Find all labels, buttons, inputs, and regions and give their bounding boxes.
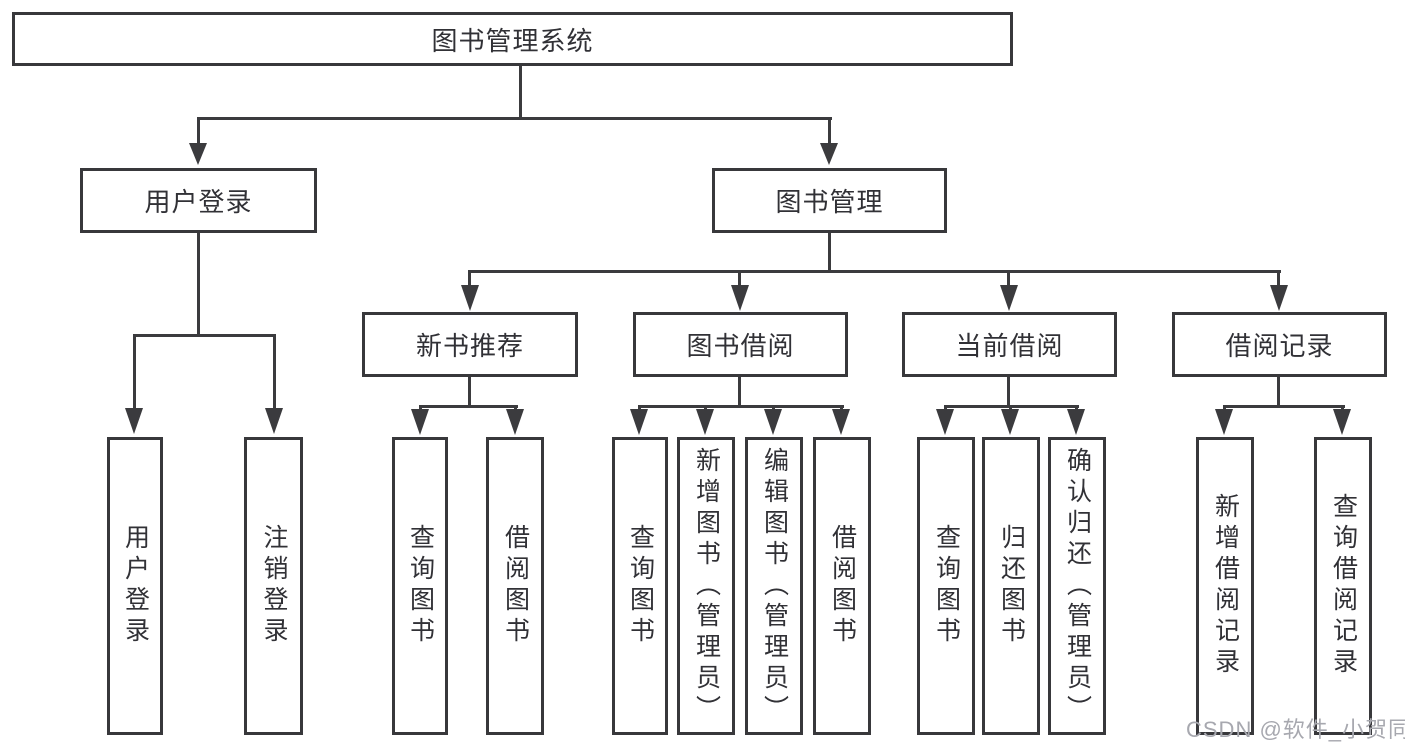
leaf-edit-books-admin: 编辑图书（管理员） <box>745 437 803 735</box>
connector-to-borrowing-records <box>1277 270 1280 287</box>
connector-user-login-rail <box>133 334 276 337</box>
node-current-borrowing: 当前借阅 <box>902 312 1117 377</box>
arrowhead-borrowing-records <box>1270 285 1288 311</box>
arrowhead-user-login <box>189 143 207 165</box>
arrowhead-leaf-edit-books <box>764 409 782 435</box>
leaf-return-books: 归还图书 <box>982 437 1040 735</box>
node-new-book-recommendation: 新书推荐 <box>362 312 578 377</box>
leaf-query-books-current-label: 查询图书 <box>932 524 961 648</box>
connector-book-management-rail <box>469 270 1281 273</box>
node-borrowing-records: 借阅记录 <box>1172 312 1387 377</box>
leaf-borrow-books-recommend-label: 借阅图书 <box>501 524 530 648</box>
leaf-add-borrow-record-label: 新增借阅记录 <box>1211 493 1240 679</box>
arrowhead-leaf-borrow-recommend <box>506 409 524 435</box>
connector-new-book-stem <box>468 377 471 408</box>
arrowhead-leaf-return-books <box>1001 409 1019 435</box>
arrowhead-leaf-confirm-return <box>1067 409 1085 435</box>
leaf-borrow-books-recommend: 借阅图书 <box>486 437 544 735</box>
node-borrowing-records-label: 借阅记录 <box>1225 331 1334 361</box>
arrowhead-leaf-query-borrowing <box>630 409 648 435</box>
connector-root-to-book-management <box>828 117 831 144</box>
leaf-borrow-books-label: 借阅图书 <box>828 524 857 648</box>
leaf-user-login-label: 用户登录 <box>121 524 150 648</box>
arrowhead-new-book-recommendation <box>461 285 479 311</box>
arrowhead-book-management <box>820 143 838 165</box>
leaf-confirm-return-admin-label: 确认归还（管理员） <box>1063 446 1092 726</box>
leaf-query-books-recommend-label: 查询图书 <box>406 524 435 648</box>
node-book-borrowing-label: 图书借阅 <box>686 331 795 361</box>
connector-current-borrowing-stem <box>1007 377 1010 408</box>
node-user-login: 用户登录 <box>80 168 317 233</box>
leaf-logout: 注销登录 <box>244 437 303 735</box>
connector-book-borrowing-stem <box>738 377 741 408</box>
connector-root-stem <box>519 64 522 120</box>
node-book-borrowing: 图书借阅 <box>633 312 848 377</box>
leaf-return-books-label: 归还图书 <box>997 524 1026 648</box>
connector-book-borrowing-rail <box>638 405 844 408</box>
leaf-add-books-admin: 新增图书（管理员） <box>677 437 735 735</box>
node-current-borrowing-label: 当前借阅 <box>955 331 1064 361</box>
connector-borrowing-records-rail <box>1223 405 1345 408</box>
arrowhead-leaf-query-current <box>936 409 954 435</box>
leaf-add-books-admin-label: 新增图书（管理员） <box>692 446 721 726</box>
arrowhead-leaf-query-record <box>1333 409 1351 435</box>
arrowhead-leaf-borrow-books <box>832 409 850 435</box>
leaf-query-borrow-record: 查询借阅记录 <box>1314 437 1372 735</box>
arrowhead-leaf-add-books <box>696 409 714 435</box>
node-user-login-label: 用户登录 <box>144 187 253 217</box>
connector-user-login-stem <box>197 231 200 337</box>
leaf-edit-books-admin-label: 编辑图书（管理员） <box>760 446 789 726</box>
leaf-user-login: 用户登录 <box>107 437 163 735</box>
arrowhead-leaf-add-record <box>1215 409 1233 435</box>
node-book-management-label: 图书管理 <box>775 187 884 217</box>
arrowhead-book-borrowing <box>731 285 749 311</box>
node-library-management-system: 图书管理系统 <box>12 12 1013 66</box>
csdn-watermark: CSDN @软件_小贺同学 <box>1186 717 1405 742</box>
leaf-query-books-borrowing-label: 查询图书 <box>626 524 655 648</box>
node-library-management-system-label: 图书管理系统 <box>431 25 594 56</box>
connector-new-book-rail <box>419 405 518 408</box>
connector-root-rail <box>197 117 832 120</box>
node-new-book-recommendation-label: 新书推荐 <box>415 331 524 361</box>
leaf-query-borrow-record-label: 查询借阅记录 <box>1329 493 1358 679</box>
connector-to-current-borrowing <box>1007 270 1010 287</box>
connector-to-leaf-logout <box>273 334 276 410</box>
leaf-query-books-recommend: 查询图书 <box>392 437 448 735</box>
connector-borrowing-records-stem <box>1277 377 1280 408</box>
connector-to-new-book-recommendation <box>468 270 471 287</box>
leaf-logout-label: 注销登录 <box>260 524 288 648</box>
arrowhead-leaf-logout <box>265 408 283 434</box>
connector-root-to-user-login <box>197 117 200 144</box>
arrowhead-leaf-query-recommend <box>411 409 429 435</box>
arrowhead-current-borrowing <box>1000 285 1018 311</box>
leaf-query-books-borrowing: 查询图书 <box>612 437 668 735</box>
arrowhead-leaf-user-login <box>125 408 143 434</box>
leaf-query-books-current: 查询图书 <box>917 437 975 735</box>
leaf-confirm-return-admin: 确认归还（管理员） <box>1048 437 1106 735</box>
connector-to-book-borrowing <box>738 270 741 287</box>
node-book-management: 图书管理 <box>712 168 947 233</box>
leaf-add-borrow-record: 新增借阅记录 <box>1196 437 1254 735</box>
leaf-borrow-books: 借阅图书 <box>813 437 871 735</box>
connector-to-leaf-user-login <box>133 334 136 410</box>
connector-book-management-stem <box>828 231 831 273</box>
